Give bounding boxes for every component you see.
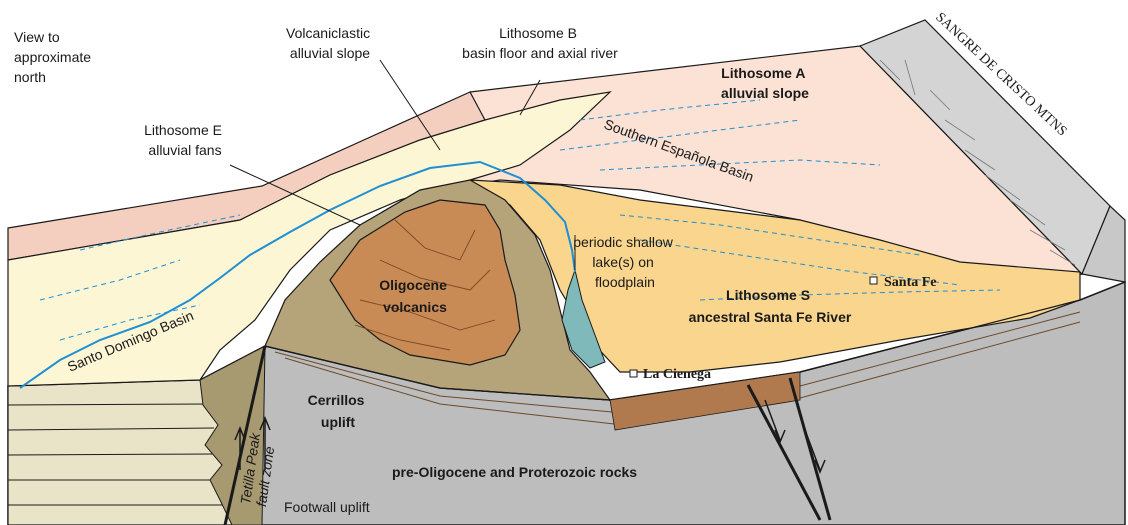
label-view: View to approximate north xyxy=(14,29,95,85)
santa-fe-marker xyxy=(870,277,877,284)
label-santa-fe: Santa Fe xyxy=(884,275,937,290)
label-pre-oligocene: pre-Oligocene and Proterozoic rocks xyxy=(392,464,637,480)
label-la-cienega: La Cienega xyxy=(643,367,711,382)
label-volcaniclastic: Volcaniclastic alluvial slope xyxy=(286,25,374,61)
label-lithosome-b: Lithosome B basin floor and axial river xyxy=(462,25,618,61)
label-lithosome-e: Lithosome E alluvial fans xyxy=(144,122,226,158)
label-footwall: Footwall uplift xyxy=(284,499,370,515)
la-cienega-marker xyxy=(630,370,637,377)
